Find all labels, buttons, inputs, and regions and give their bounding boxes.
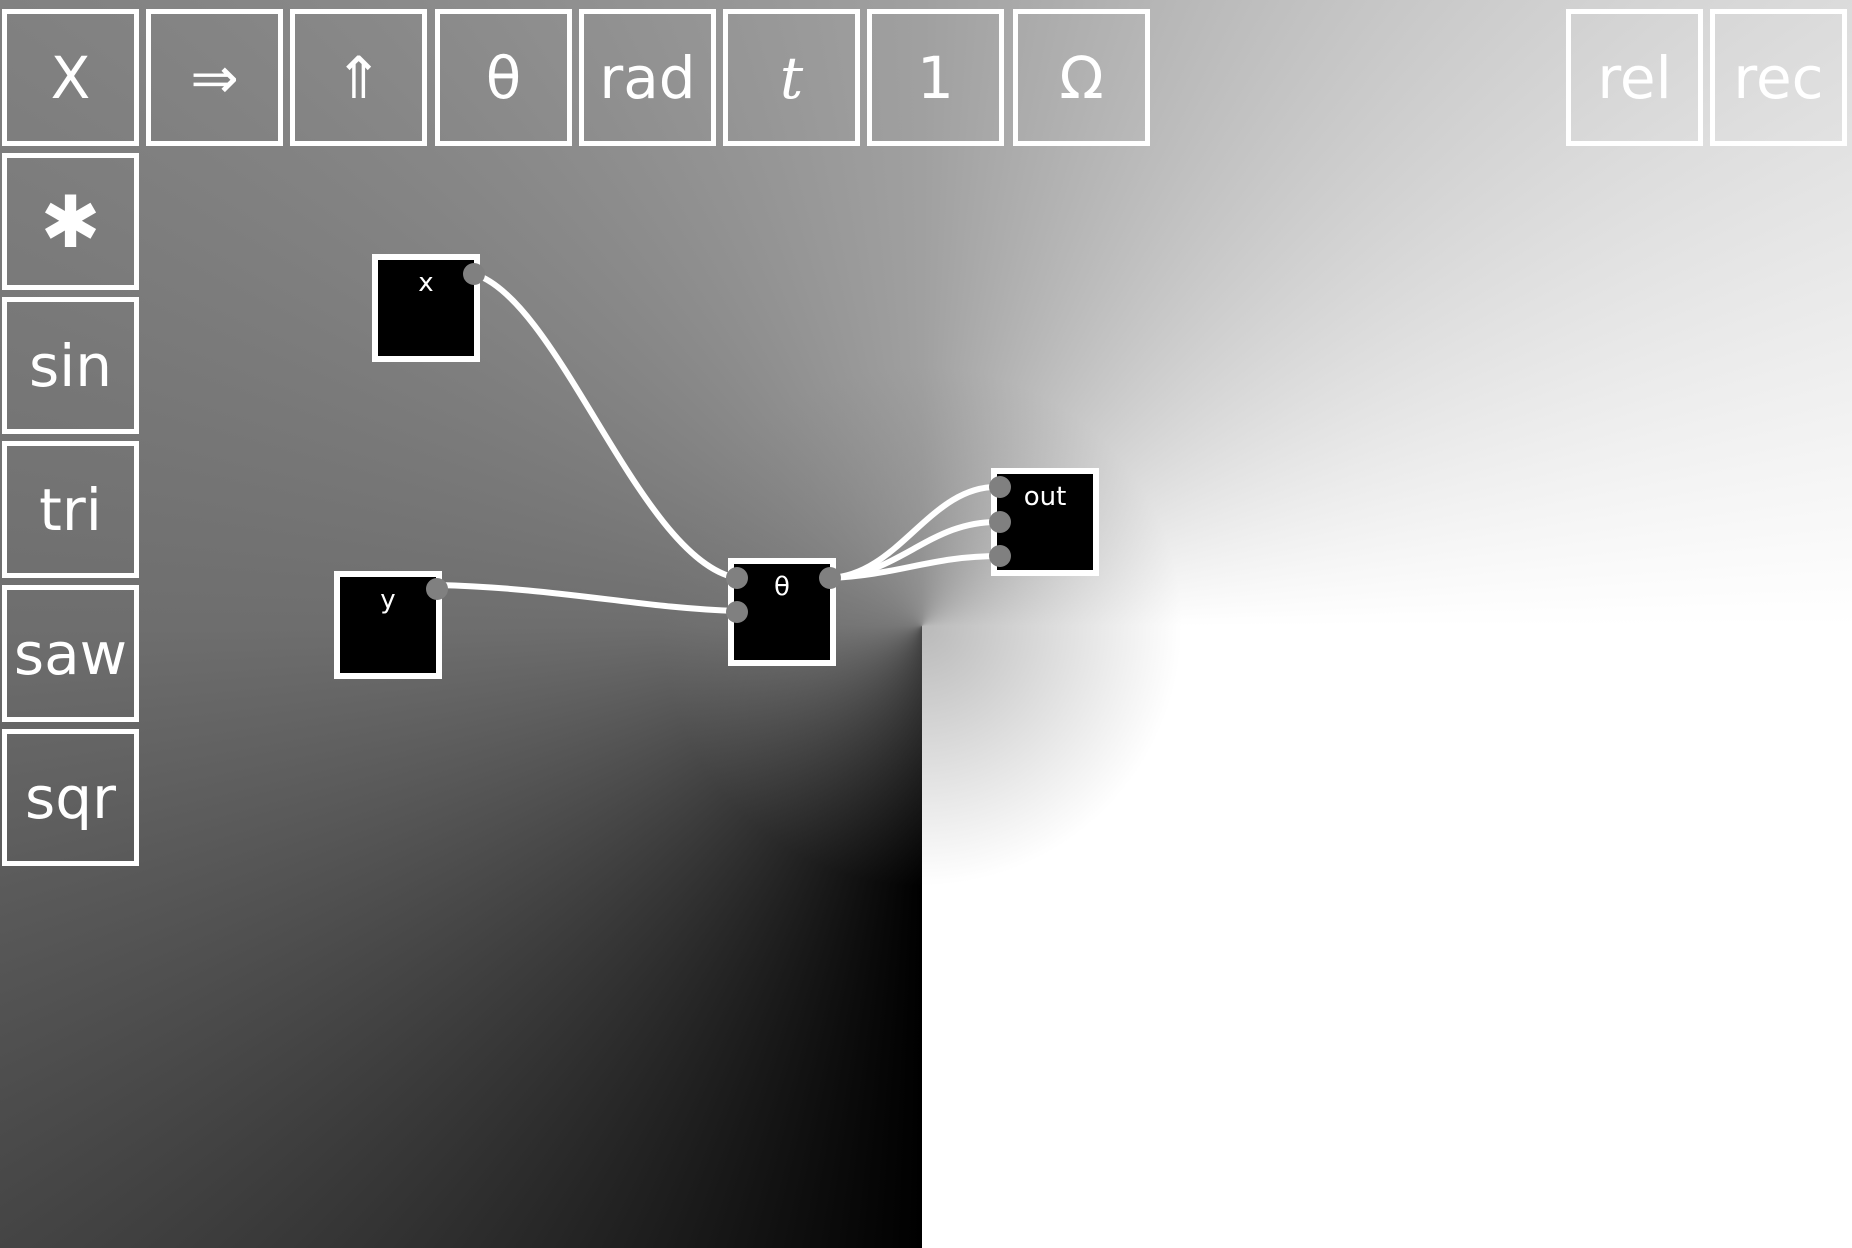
node-theta-input-port-2[interactable] [726, 601, 748, 623]
node-x-output-port[interactable] [463, 263, 485, 285]
tool-sqr-button[interactable]: sqr [2, 729, 139, 866]
node-x-title: x [418, 268, 434, 298]
up-double-arrow-icon: ⇑ [334, 43, 383, 112]
node-out-input-port-2[interactable] [989, 511, 1011, 533]
tool-sin-button[interactable]: sin [2, 297, 139, 434]
tool-theta-label: θ [485, 43, 522, 112]
node-out-title: out [1023, 482, 1067, 512]
wire-x-to-theta [471, 271, 740, 581]
node-y-title: y [380, 585, 396, 615]
wire-y-to-theta [434, 582, 740, 614]
tool-omega-button[interactable]: Ω [1013, 9, 1150, 146]
rec-button[interactable]: rec [1710, 9, 1847, 146]
rec-label: rec [1733, 43, 1824, 112]
tool-rad-label: rad [599, 43, 696, 112]
node-y[interactable]: y [334, 571, 442, 679]
node-theta-title: θ [774, 572, 790, 602]
tool-tri-button[interactable]: tri [2, 441, 139, 578]
tool-time-button[interactable]: t [723, 9, 860, 146]
tool-time-label: t [779, 43, 804, 112]
tool-tri-label: tri [39, 475, 102, 544]
tool-constant-label: 1 [917, 43, 954, 112]
wire-theta-to-out-2 [827, 518, 1003, 581]
asterisk-icon: ✱ [40, 179, 101, 264]
rel-button[interactable]: rel [1566, 9, 1703, 146]
tool-right-arrow-button[interactable]: ⇒ [146, 9, 283, 146]
tool-x-label: X [50, 43, 91, 112]
tool-multiply-button[interactable]: ✱ [2, 153, 139, 290]
node-out-input-port-1[interactable] [989, 476, 1011, 498]
tool-sin-label: sin [28, 331, 113, 400]
node-theta-input-port-1[interactable] [726, 567, 748, 589]
tool-up-arrow-button[interactable]: ⇑ [290, 9, 427, 146]
rel-label: rel [1597, 43, 1672, 112]
tool-constant-button[interactable]: 1 [867, 9, 1004, 146]
node-out-input-port-3[interactable] [989, 545, 1011, 567]
tool-x-button[interactable]: X [2, 9, 139, 146]
right-double-arrow-icon: ⇒ [190, 43, 239, 112]
node-y-output-port[interactable] [426, 578, 448, 600]
tool-theta-button[interactable]: θ [435, 9, 572, 146]
tool-rad-button[interactable]: rad [579, 9, 716, 146]
wire-theta-to-out-3 [827, 553, 1003, 581]
node-theta-output-port[interactable] [819, 567, 841, 589]
tool-omega-label: Ω [1059, 43, 1104, 112]
tool-saw-label: saw [13, 619, 128, 688]
wire-theta-to-out-1 [827, 483, 1003, 581]
tool-saw-button[interactable]: saw [2, 585, 139, 722]
node-x[interactable]: x [372, 254, 480, 362]
tool-sqr-label: sqr [25, 763, 116, 832]
